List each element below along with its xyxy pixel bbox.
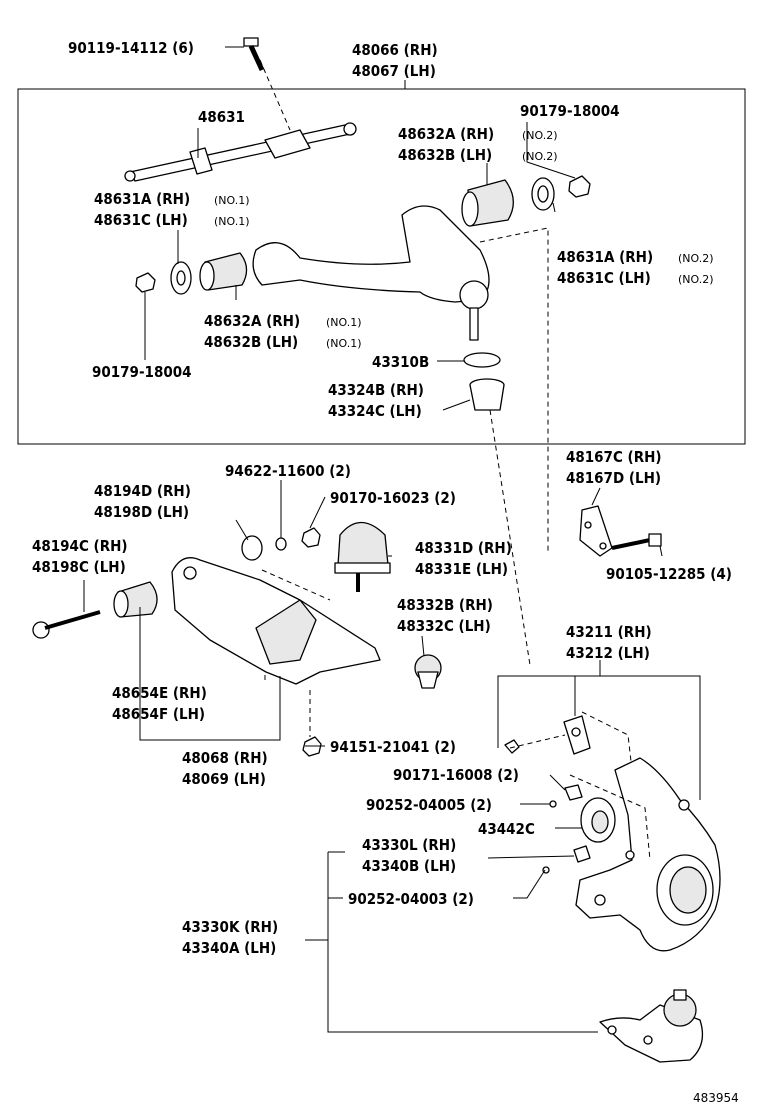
part-label-sub: (NO.2) — [678, 273, 714, 286]
upper-arm-shaft — [124, 122, 357, 182]
part-label: 48632B (LH) — [398, 146, 492, 164]
part-label: 43340A (LH) — [182, 939, 276, 957]
part-label: 43324C (LH) — [328, 402, 422, 420]
part-label-sub: (NO.2) — [522, 150, 558, 163]
ball-joint-icon — [414, 654, 442, 689]
part-label: 43330L (RH) — [362, 836, 456, 854]
part-label: 90171-16008 (2) — [393, 766, 519, 784]
dust-cover-icon — [469, 378, 505, 411]
part-label: 43324B (RH) — [328, 381, 424, 399]
bushing-icon — [461, 179, 514, 227]
steering-knuckle-icon — [575, 757, 721, 952]
figure-number: 483954 — [693, 1091, 739, 1105]
part-label: 94622-11600 (2) — [225, 462, 351, 480]
part-label: 48067 (LH) — [352, 62, 436, 80]
nut-icon — [564, 784, 583, 801]
part-label: 48331D (RH) — [415, 539, 512, 557]
part-label: 43211 (RH) — [566, 623, 652, 641]
part-label: 48198D (LH) — [94, 503, 189, 521]
part-label-sub: (NO.1) — [214, 194, 250, 207]
part-label: 48632B (LH) — [204, 333, 298, 351]
part-label-sub: (NO.2) — [522, 129, 558, 142]
part-label: 90252-04003 (2) — [348, 890, 474, 908]
nut-icon — [135, 272, 156, 293]
part-label: 90105-12285 (4) — [606, 565, 732, 583]
part-label: 48332B (RH) — [397, 596, 493, 614]
bolt-icon — [611, 533, 662, 550]
part-label: 94151-21041 (2) — [330, 738, 456, 756]
part-label: 48198C (LH) — [32, 558, 126, 576]
part-label: 90179-18004 — [92, 363, 192, 381]
bracket-icon — [563, 715, 591, 755]
bolt-icon — [549, 800, 557, 808]
part-label: 48068 (RH) — [182, 749, 268, 767]
part-label: 48631A (RH) — [94, 190, 190, 208]
part-label: 48069 (LH) — [182, 770, 266, 788]
part-label: 43442C — [478, 820, 535, 838]
part-label: 90179-18004 — [520, 102, 620, 120]
part-label: 48631C (LH) — [557, 269, 651, 287]
washer-icon — [170, 261, 192, 295]
part-label-sub: (NO.1) — [326, 316, 362, 329]
bolt-icon — [32, 610, 101, 639]
part-label: 48631C (LH) — [94, 211, 188, 229]
part-label: 48654F (LH) — [112, 705, 205, 723]
ball-joint-icon — [599, 989, 704, 1063]
washer-icon — [241, 535, 263, 561]
part-label: 90170-16023 (2) — [330, 489, 456, 507]
part-label-sub: (NO.2) — [678, 252, 714, 265]
bracket-icon — [579, 505, 613, 557]
part-label: 43330K (RH) — [182, 918, 278, 936]
nut-icon — [301, 527, 321, 548]
part-label: 48632A (RH) — [398, 125, 494, 143]
part-label: 48631A (RH) — [557, 248, 653, 266]
nut-icon — [568, 175, 591, 198]
dust-cover-icon — [580, 797, 616, 843]
part-label: 43340B (LH) — [362, 857, 456, 875]
bushing-icon — [199, 252, 248, 291]
upper-arm-assembly-frame — [17, 88, 746, 445]
part-label: 48194D (RH) — [94, 482, 191, 500]
nut-icon — [504, 739, 520, 754]
part-label: 48194C (RH) — [32, 537, 128, 555]
control-arm-icon — [171, 557, 381, 685]
part-label: 90119-14112 (6) — [68, 39, 194, 57]
part-label: 48654E (RH) — [112, 684, 207, 702]
nut-icon — [573, 845, 591, 863]
part-label: 48167C (RH) — [566, 448, 662, 466]
bushing-icon — [113, 581, 158, 618]
snap-ring — [463, 352, 501, 368]
part-label: 48632A (RH) — [204, 312, 300, 330]
part-label: 48066 (RH) — [352, 41, 438, 59]
bump-stopper-icon — [334, 521, 391, 592]
part-label: 48331E (LH) — [415, 560, 508, 578]
part-label: 48631 — [198, 108, 245, 126]
washer-icon — [531, 177, 555, 211]
part-label-sub: (NO.1) — [214, 215, 250, 228]
part-label: 43310B — [372, 353, 429, 371]
part-label: 43212 (LH) — [566, 644, 650, 662]
washer-icon — [275, 537, 287, 551]
bolt-icon — [243, 37, 265, 72]
part-label: 90252-04005 (2) — [366, 796, 492, 814]
part-label: 48167D (LH) — [566, 469, 661, 487]
control-arm-icon — [252, 205, 490, 341]
part-label: 48332C (LH) — [397, 617, 491, 635]
part-label-sub: (NO.1) — [326, 337, 362, 350]
